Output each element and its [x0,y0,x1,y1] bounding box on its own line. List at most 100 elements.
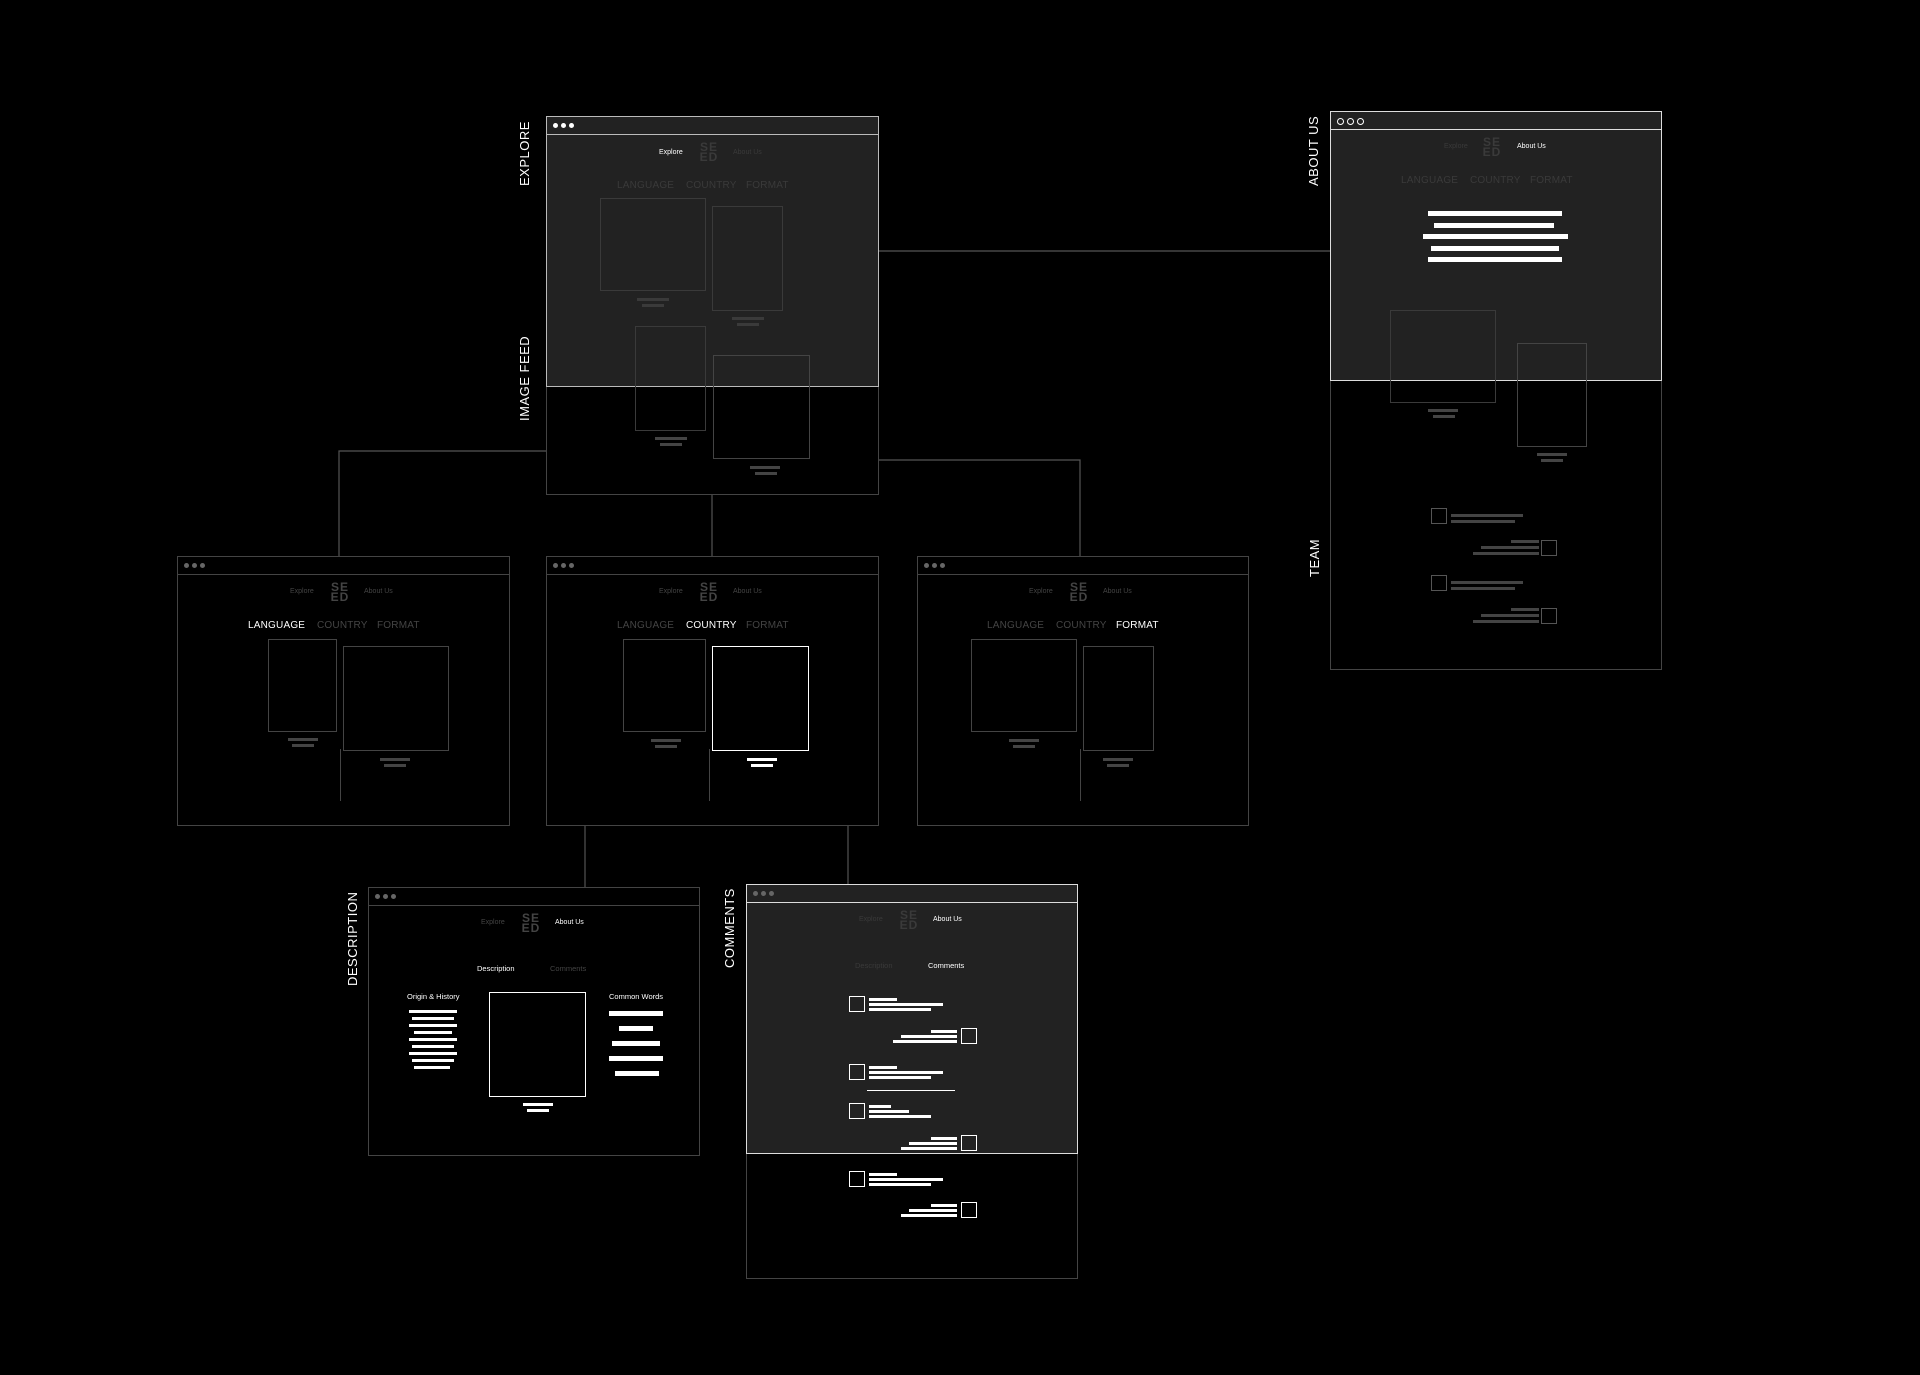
common-word-line [615,1071,659,1076]
window-dots-icon [184,563,205,568]
comment-text-line [869,1003,943,1006]
caption-line [637,298,669,301]
comment-avatar [849,996,865,1012]
feed-image-card[interactable] [343,646,449,751]
about-text-line [1431,246,1559,251]
nav-explore[interactable]: Explore [290,588,314,595]
filter-country[interactable]: COUNTRY [686,180,737,191]
comments-frame-outline [746,884,1078,1154]
nav-explore[interactable]: Explore [1444,143,1468,150]
feed-image-card[interactable] [623,639,706,732]
origin-history-heading: Origin & History [407,992,460,1001]
nav-explore[interactable]: Explore [859,916,883,923]
comment-text-line [869,1076,931,1079]
reply-text-line [901,1147,957,1150]
comment-text-line [869,1066,897,1069]
nav-about-us[interactable]: About Us [733,149,762,156]
tab-description[interactable]: Description [477,964,515,973]
team-avatar [1431,575,1447,591]
comment-text-line [869,1115,931,1118]
label-explore: EXPLORE [517,121,532,186]
reply-avatar [961,1028,977,1044]
reply-text-line [893,1040,957,1043]
filter-language[interactable]: LANGUAGE [617,620,675,631]
origin-text-line [409,1038,457,1041]
browser-titlebar [547,557,878,575]
origin-text-line [409,1010,457,1013]
about-text-line [1434,223,1554,228]
filter-language[interactable]: LANGUAGE [248,620,306,631]
feed-image-card[interactable] [635,326,706,431]
nav-about-us[interactable]: About Us [1103,588,1132,595]
team-text-line [1451,587,1515,590]
caption-line [1537,453,1567,456]
filter-format[interactable]: FORMAT [1116,620,1159,631]
filter-language[interactable]: LANGUAGE [1401,175,1459,186]
nav-explore[interactable]: Explore [481,919,505,926]
nav-explore[interactable]: Explore [659,149,683,156]
tab-description[interactable]: Description [855,961,893,970]
comment-text-line [869,1008,931,1011]
label-comments: COMMENTS [722,888,737,968]
filter-format[interactable]: FORMAT [377,620,420,631]
feed-image-card[interactable] [268,639,337,732]
origin-text-line [414,1066,450,1069]
reply-text-line [931,1204,957,1207]
origin-text-line [409,1024,457,1027]
reply-avatar [961,1202,977,1218]
caption-line [732,317,764,320]
filter-country[interactable]: COUNTRY [686,620,737,631]
caption-line [747,758,777,761]
filter-language[interactable]: LANGUAGE [617,180,675,191]
tab-comments[interactable]: Comments [550,964,587,973]
nav-about-us[interactable]: About Us [733,588,762,595]
filter-country[interactable]: COUNTRY [1056,620,1107,631]
feed-image-card[interactable] [600,198,706,291]
feed-image-card[interactable] [1083,646,1154,751]
about-text-line [1428,211,1562,216]
team-text-line [1511,608,1539,611]
feed-image-card[interactable] [713,355,810,459]
nav-about-us[interactable]: About Us [933,916,962,923]
tab-comments[interactable]: Comments [928,961,965,970]
filter-language[interactable]: LANGUAGE [987,620,1045,631]
feed-image-card[interactable] [971,639,1077,732]
feed-image-card[interactable] [712,206,783,311]
team-text-line [1481,614,1539,617]
caption-line [288,738,318,741]
team-text-line [1481,546,1539,549]
common-word-line [609,1056,663,1061]
filter-format[interactable]: FORMAT [746,620,789,631]
nav-about-us[interactable]: About Us [364,588,393,595]
window-dots-icon [375,894,396,899]
nav-explore[interactable]: Explore [1029,588,1053,595]
filter-country[interactable]: COUNTRY [1470,175,1521,186]
nav-explore[interactable]: Explore [659,588,683,595]
team-text-line [1451,520,1515,523]
filter-country[interactable]: COUNTRY [317,620,368,631]
comment-input-underline[interactable] [867,1090,955,1091]
about-image [1517,343,1587,447]
browser-titlebar [547,117,878,135]
caption-line [1009,739,1039,742]
filter-format[interactable]: FORMAT [746,180,789,191]
nav-about-us[interactable]: About Us [1517,143,1546,150]
caption-line [750,466,780,469]
filter-format[interactable]: FORMAT [1530,175,1573,186]
reply-text-line [901,1214,957,1217]
caption-line [380,758,410,761]
nav-about-us[interactable]: About Us [555,919,584,926]
comment-text-line [869,998,897,1001]
browser-titlebar [369,888,699,906]
feed-image-card-selected[interactable] [712,646,809,751]
